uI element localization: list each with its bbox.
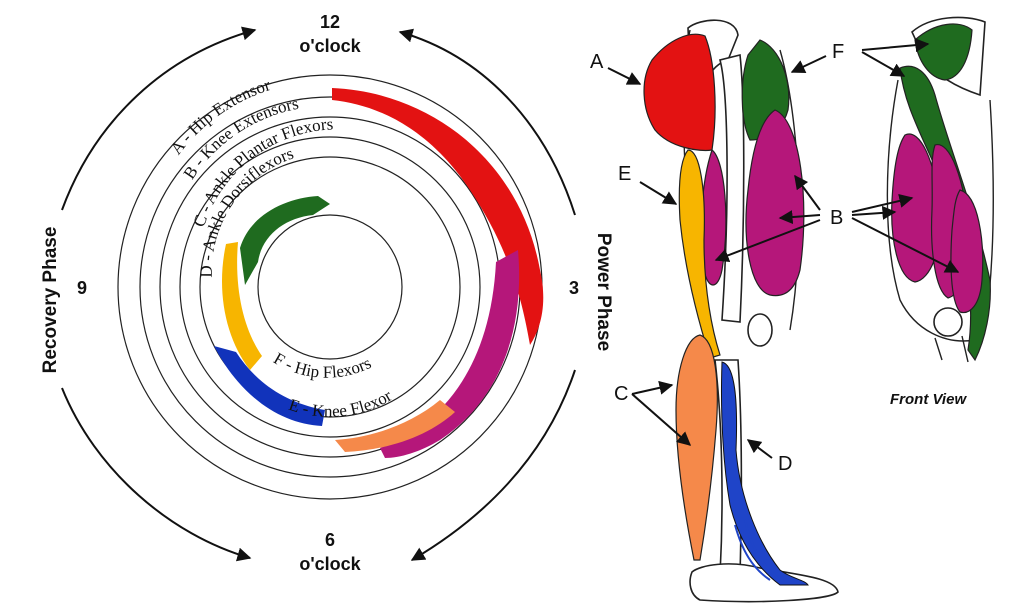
leg-front-view: Front View — [851, 16, 994, 408]
band-hip-flexors — [221, 242, 262, 370]
muscle-f-front-upper — [914, 23, 973, 81]
clock-6-word: o'clock — [299, 554, 361, 574]
band-ankle-dorsiflexors — [240, 196, 330, 285]
leader-b-3 — [714, 219, 821, 263]
kneecap — [747, 313, 773, 347]
clock-12-number: 12 — [320, 12, 340, 32]
callout-c: C — [614, 383, 628, 405]
ring-inner — [257, 214, 403, 360]
ring-c — [179, 136, 481, 438]
clock-6-number: 6 — [325, 530, 335, 550]
front-kneecap — [933, 307, 963, 337]
front-view-caption: Front View — [890, 391, 967, 408]
callout-a: A — [590, 51, 604, 73]
muscle-d-ankle-dorsiflexor — [720, 361, 809, 586]
leader-b-front-2 — [851, 205, 897, 220]
muscle-a-hip-extensor — [643, 33, 716, 152]
band-knee-flexor — [214, 346, 325, 426]
tendon-d-lines — [734, 519, 779, 581]
leader-c-1 — [631, 380, 674, 395]
muscle-c-ankle-plantar-flexor — [675, 334, 718, 561]
leader-f-front-2 — [861, 51, 906, 77]
leader-a — [607, 67, 642, 85]
recovery-phase-label: Recovery Phase — [40, 227, 61, 374]
arrow-bottom-right — [410, 369, 576, 561]
pedal-cycle-diagram: A - Hip Extensor B - Knee Extensors C - … — [40, 12, 614, 574]
muscle-b-front-3 — [950, 189, 984, 314]
leader-b-front-1 — [851, 194, 914, 213]
power-phase-label: Power Phase — [593, 233, 614, 351]
callout-f: F — [832, 41, 844, 63]
clock-12-word: o'clock — [299, 36, 361, 56]
leader-b-2 — [778, 210, 821, 225]
band-hip-extensor — [332, 88, 544, 345]
arrow-top-left — [61, 26, 257, 211]
muscle-e-knee-flexor — [678, 149, 721, 359]
arrow-bottom-left — [61, 387, 252, 562]
clock-9-number: 9 — [77, 278, 87, 298]
foot-outline — [689, 563, 839, 603]
leader-e — [639, 181, 678, 205]
leader-c-2 — [631, 393, 692, 446]
clock-3-number: 3 — [569, 278, 579, 298]
ring-d — [199, 156, 461, 418]
band-ankle-plantar-flexors — [335, 400, 455, 452]
arrow-top-right — [398, 28, 576, 216]
leader-b-1 — [794, 174, 821, 211]
label-knee-flexor: E - Knee Flexor — [287, 386, 396, 421]
leader-b-front-3 — [851, 217, 960, 273]
leg-side-view: A E C D F B — [590, 19, 844, 603]
callout-d: D — [778, 453, 792, 475]
callout-e: E — [618, 163, 631, 185]
leader-f-front-1 — [861, 38, 930, 53]
leader-f-side — [790, 55, 827, 73]
front-shin-outline — [934, 335, 969, 363]
leader-d — [746, 439, 773, 459]
callout-b: B — [830, 207, 843, 229]
